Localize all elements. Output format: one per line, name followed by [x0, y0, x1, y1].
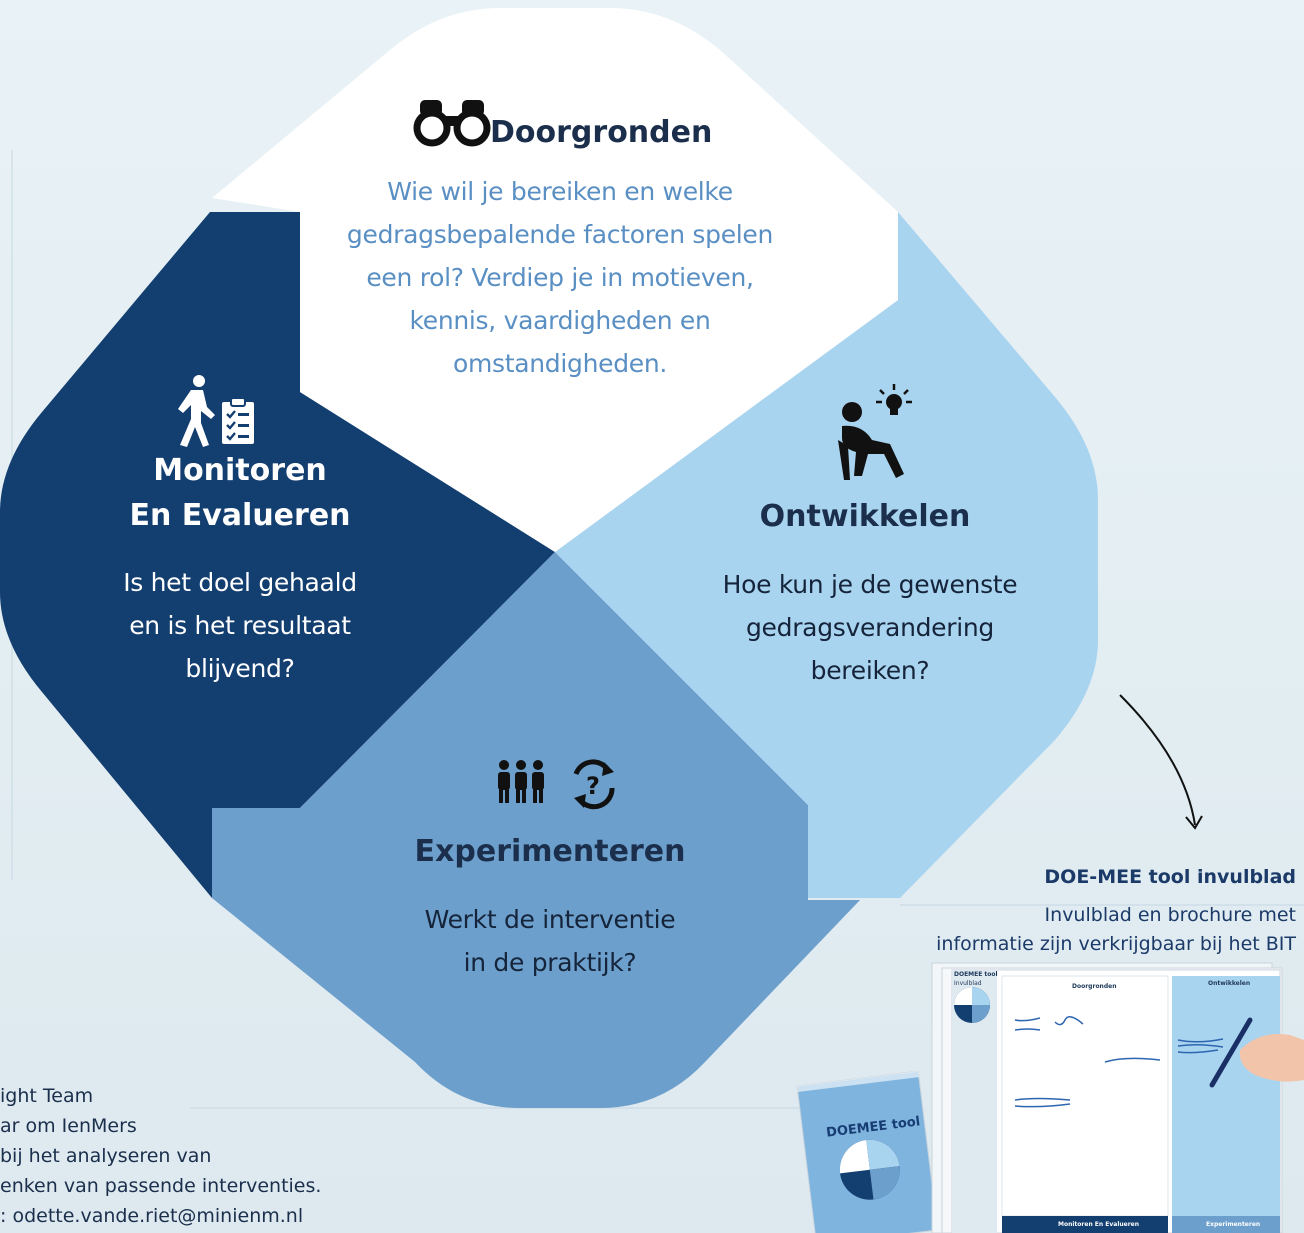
sheet-front [951, 969, 1304, 1233]
clipboard-checklist-icon [222, 397, 254, 444]
quadrant-title-doorgronden: Doorgronden [490, 115, 713, 150]
svg-text:?: ? [586, 772, 600, 800]
sheet-header-right: Ontwikkelen [1208, 980, 1251, 987]
sheet-footer-left: Monitoren En Evalueren [1058, 1221, 1140, 1228]
sheet-back-title: DOEMEE tool [954, 971, 998, 978]
footer-line: ight Team [0, 1085, 94, 1107]
text-line: Invulblad en brochure met [1044, 904, 1296, 926]
quadrant-text-monitoren: Is het doel gehaald en is het resultaat … [90, 561, 390, 690]
walking-person-icon [178, 375, 215, 447]
quadrant-bottom-shape [212, 552, 860, 1108]
tool-info-text: Invulblad en brochure met informatie zij… [936, 901, 1296, 959]
text-line: gedragsverandering [745, 613, 995, 642]
quadrant-title-experimenteren: Experimenteren [414, 834, 686, 869]
tool-info-title: DOE-MEE tool invulblad [1044, 866, 1296, 888]
text-line: kennis, vaardigheden en [409, 306, 711, 335]
quadrant-text-doorgronden: Wie wil je bereiken en welke gedragsbepa… [310, 170, 810, 385]
title-line: En Evalueren [129, 498, 351, 533]
quadrant-text-ontwikkelen: Hoe kun je de gewenste gedragsveranderin… [700, 563, 1040, 692]
text-line: in de praktijk? [463, 948, 637, 977]
quadrant-title-monitoren: Monitoren En Evalueren [110, 448, 370, 538]
title-line: Monitoren [153, 453, 327, 488]
text-line: gedragsbepalende factoren spelen [346, 220, 774, 249]
binoculars-icon [413, 100, 491, 147]
group-of-people-icon [498, 760, 544, 803]
text-line: informatie zijn verkrijgbaar bij het BIT [936, 933, 1296, 955]
text-line: Is het doel gehaald [123, 568, 357, 597]
quadrant-top-shape [212, 8, 898, 552]
text-line: een rol? Verdiep je in motieven, [366, 263, 754, 292]
quadrant-left-shape [0, 212, 555, 898]
footer-line: enken van passende interventies. [0, 1175, 322, 1197]
text-line: Werkt de interventie [424, 905, 676, 934]
text-line: Wie wil je bereiken en welke [387, 177, 733, 206]
sheet-footer-right: Experimenteren [1206, 1221, 1261, 1228]
footer-line: : odette.vande.riet@minienm.nl [0, 1205, 304, 1227]
footer-text: ight Team ar om IenMers bij het analyser… [0, 1081, 321, 1231]
question-cycle-icon: ? [573, 759, 615, 810]
quadrant-text-experimenteren: Werkt de interventie in de praktijk? [400, 898, 700, 984]
quadrant-title-ontwikkelen: Ontwikkelen [759, 499, 971, 534]
thinking-person-lightbulb-icon [838, 384, 912, 480]
text-line: blijvend? [185, 654, 295, 683]
brochure-cover [796, 1070, 939, 1233]
text-line: en is het resultaat [129, 611, 351, 640]
sheet-header-left: Doorgronden [1072, 983, 1117, 990]
footer-line: bij het analyseren van [0, 1145, 212, 1167]
footer-line: ar om IenMers [0, 1115, 137, 1137]
text-line: Hoe kun je de gewenste [722, 570, 1018, 599]
sheet-back-subtitle: Invulblad [954, 980, 982, 987]
quadrant-right-shape [555, 212, 1098, 898]
curved-arrow-icon [1119, 694, 1203, 830]
text-line: omstandigheden. [452, 349, 668, 378]
text-line: bereiken? [810, 656, 930, 685]
